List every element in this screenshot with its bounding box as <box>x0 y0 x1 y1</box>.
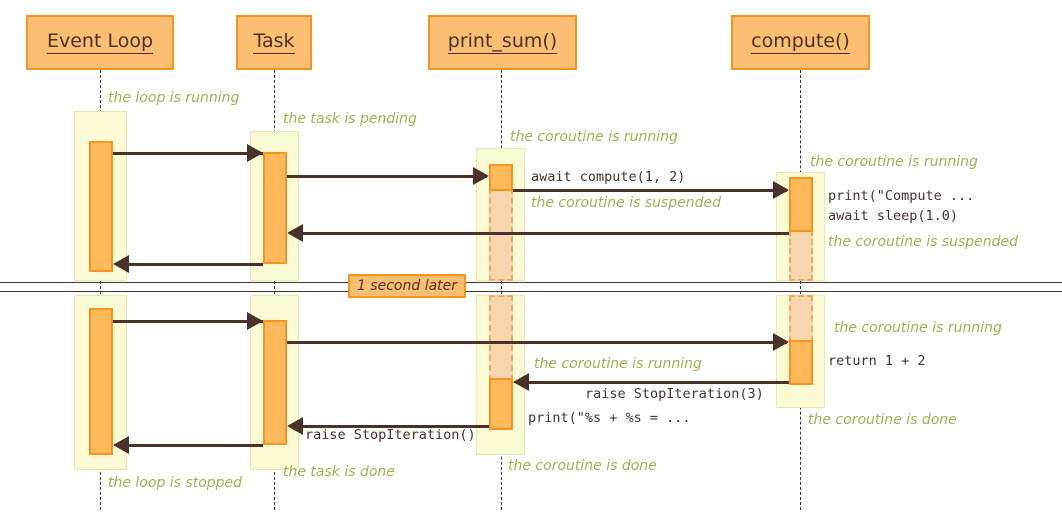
activation-event-loop-lower <box>89 308 113 455</box>
arrowhead-1 <box>247 144 263 162</box>
message-line-9 <box>297 425 489 428</box>
activation-compute-lower <box>789 340 813 385</box>
delay-label-box: 1 second later <box>348 274 466 298</box>
state-note-compute-running-lower: the coroutine is running <box>834 320 1002 336</box>
lifeline-compute <box>800 70 801 510</box>
state-note-loop-running: the loop is running <box>108 90 240 106</box>
message-label-raise-stopiteration-3: raise StopIteration(3) <box>585 386 764 402</box>
participant-label-compute: compute() <box>751 30 850 55</box>
message-line-1 <box>113 152 263 155</box>
delay-divider-line-top <box>0 282 1062 283</box>
code-note-print-compute: print("Compute ... <box>828 188 975 204</box>
message-label-raise-stopiteration: raise StopIteration() <box>305 427 476 443</box>
state-note-compute-running-upper: the coroutine is running <box>810 154 978 170</box>
state-note-print-sum-running-lower: the coroutine is running <box>534 356 702 372</box>
message-line-8 <box>523 381 789 384</box>
state-note-print-sum-running: the coroutine is running <box>510 129 678 145</box>
arrowhead-4 <box>287 224 303 242</box>
message-line-2 <box>287 175 487 178</box>
activation-compute-upper <box>789 177 813 232</box>
lifeline-print-sum <box>501 70 502 510</box>
participant-label-task: Task <box>253 30 295 55</box>
activation-task-upper <box>263 152 287 264</box>
arrowhead-10 <box>113 436 129 454</box>
message-line-10 <box>123 444 263 447</box>
arrowhead-6 <box>247 312 263 330</box>
activation-print-sum-suspended-lower <box>489 295 513 381</box>
state-note-print-sum-done: the coroutine is done <box>508 458 657 474</box>
state-note-task-pending: the task is pending <box>283 111 417 127</box>
delay-divider-line-bottom <box>0 291 1062 292</box>
arrowhead-5 <box>113 255 129 273</box>
state-note-loop-stopped: the loop is stopped <box>108 475 243 491</box>
message-label-await-compute: await compute(1, 2) <box>531 169 686 185</box>
arrowhead-3 <box>773 181 789 199</box>
state-note-task-done: the task is done <box>283 464 395 480</box>
participant-compute[interactable]: compute() <box>731 15 870 70</box>
arrowhead-8 <box>513 373 529 391</box>
state-note-compute-suspended: the coroutine is suspended <box>828 234 1019 250</box>
lifeline-event-loop <box>100 70 101 510</box>
activation-compute-suspended-lower <box>789 295 813 342</box>
activation-compute-suspended-upper <box>789 230 813 281</box>
arrowhead-2 <box>473 167 489 185</box>
participant-print-sum[interactable]: print_sum() <box>428 15 577 70</box>
message-line-4 <box>297 232 789 235</box>
participant-task[interactable]: Task <box>236 15 312 70</box>
message-line-5 <box>123 263 263 266</box>
activation-task-lower <box>263 320 287 445</box>
activation-print-sum-lower <box>489 378 513 430</box>
state-note-compute-done: the coroutine is done <box>808 412 957 428</box>
activation-event-loop-upper <box>89 141 113 272</box>
message-line-6 <box>113 320 263 323</box>
activation-print-sum-upper <box>489 164 513 191</box>
code-note-return-sum: return 1 + 2 <box>828 353 926 369</box>
message-line-3 <box>513 189 787 192</box>
arrowhead-7 <box>773 333 789 351</box>
code-note-await-sleep: await sleep(1.0) <box>828 208 959 224</box>
arrowhead-9 <box>287 417 303 435</box>
participant-label-event-loop: Event Loop <box>46 30 154 55</box>
lifeline-task <box>274 70 275 510</box>
participant-event-loop[interactable]: Event Loop <box>26 15 174 70</box>
participant-label-print-sum: print_sum() <box>447 30 558 55</box>
message-line-7 <box>287 341 787 344</box>
state-note-print-sum-suspended: the coroutine is suspended <box>531 195 722 211</box>
code-note-print-result: print("%s + %s = ... <box>528 410 691 426</box>
